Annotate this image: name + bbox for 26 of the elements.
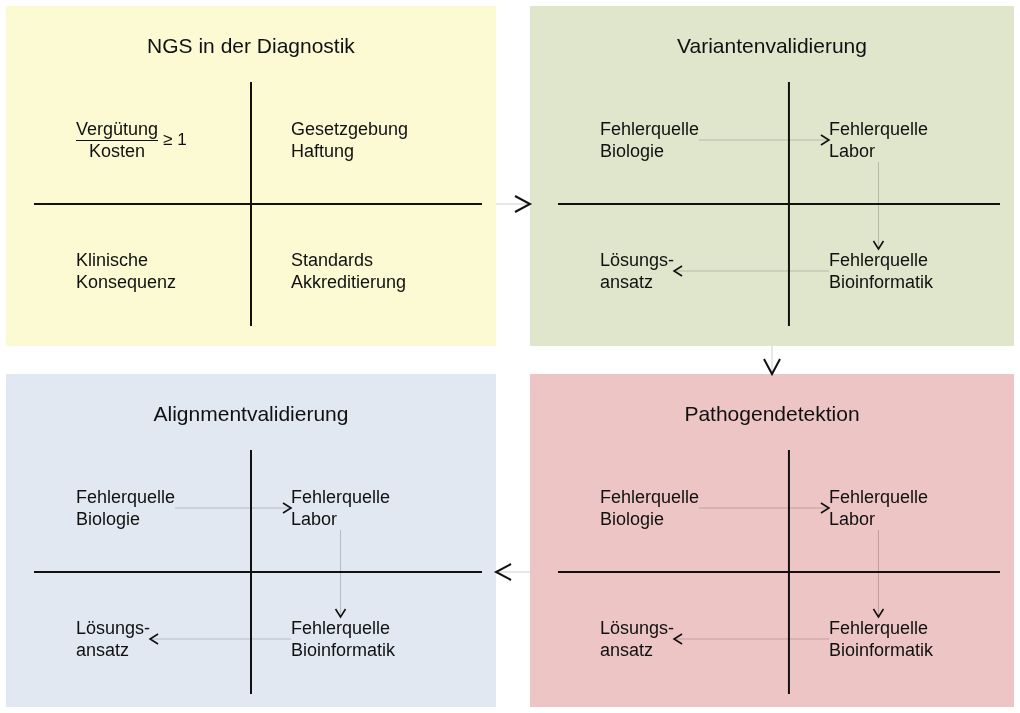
panel-title: Alignmentvalidierung — [153, 402, 349, 425]
quadrant-label: Fehlerquelle Labor — [828, 486, 928, 530]
panel-title: NGS in der Diagnostik — [147, 34, 355, 57]
comparison-text: ≥ 1 — [163, 130, 187, 150]
quadrant-label: Fehlerquelle Biologie — [76, 486, 176, 530]
panel-background — [6, 6, 496, 346]
panel-background — [530, 6, 1014, 346]
quadrant-label: Gesetzgebung Haftung — [291, 118, 409, 162]
quadrant-label: Fehlerquelle Labor — [291, 486, 391, 530]
quadrant-label: Fehlerquelle Labor — [828, 118, 928, 162]
quadrant-label: Fehlerquelle Biologie — [600, 486, 700, 530]
quadrant-label: Fehlerquelle Bioinformatik — [291, 617, 396, 661]
panel-background — [6, 374, 496, 707]
quadrant-label: Standards Akkreditierung — [291, 249, 407, 293]
fraction-denominator: Kosten — [89, 140, 146, 162]
quadrant-label: Fehlerquelle Bioinformatik — [828, 617, 933, 661]
fraction-numerator: Vergütung — [76, 118, 159, 141]
quadrant-label: Fehlerquelle Biologie — [600, 118, 700, 162]
panel-title: Variantenvalidierung — [677, 34, 867, 57]
quadrant-label: Lösungs- ansatz — [600, 617, 675, 661]
panel-title: Pathogendetektion — [684, 402, 860, 425]
panel-background — [530, 374, 1014, 707]
quadrant-label: Lösungs- ansatz — [76, 617, 151, 661]
quadrant-label: Lösungs- ansatz — [600, 249, 675, 293]
quadrant-label: Klinische Konsequenz — [76, 249, 177, 293]
quadrant-label: Fehlerquelle Bioinformatik — [828, 249, 933, 293]
